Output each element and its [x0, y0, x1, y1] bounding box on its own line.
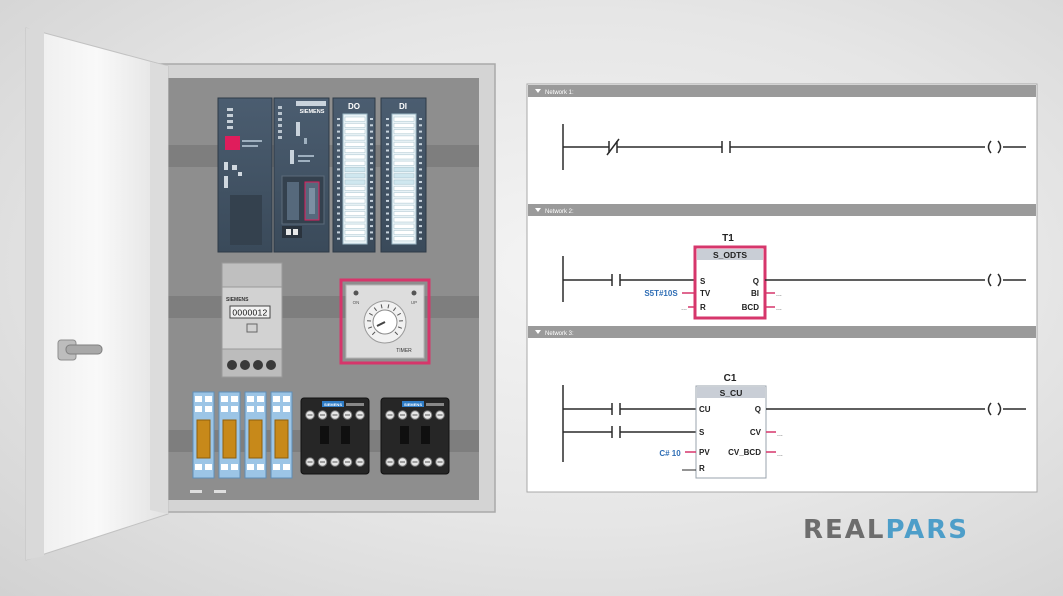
tv-parameter[interactable]: S5T#10S [644, 289, 678, 298]
pin-cu: CU [699, 405, 711, 414]
timer-on-label: ON [353, 300, 360, 305]
network-1-title: Network 1: [545, 90, 574, 96]
timer-relay: ON UP TIMER [339, 278, 431, 365]
di-module-label: DI [399, 102, 407, 111]
timer-block[interactable]: S_ODTS S TV R Q BI BCD [693, 245, 767, 320]
collapse-icon[interactable] [535, 89, 541, 93]
network-3: Network 3: C1 S_CU CU S PV R Q CV CV_BCD… [528, 326, 1036, 479]
output-coil[interactable] [987, 402, 1002, 416]
terminal-relays [192, 391, 293, 479]
pin-s: S [699, 428, 705, 437]
counter-brand: SIEMENS [226, 297, 249, 303]
cv-unconnected: ... [777, 431, 783, 438]
contactor-2-brand: SIEMENS [404, 402, 422, 407]
digital-input-module: DI [380, 97, 427, 253]
bcd-unconnected: ... [776, 305, 782, 312]
pin-bcd: BCD [742, 303, 760, 312]
output-coil[interactable] [987, 140, 1002, 154]
collapse-icon[interactable] [535, 330, 541, 334]
cv-bcd-unconnected: ... [777, 451, 783, 458]
pin-bi: BI [751, 289, 759, 298]
counter-display: 0000012 [232, 308, 267, 318]
network-1-header[interactable] [528, 85, 1036, 97]
logo-part-1: REAL [803, 515, 886, 545]
pin-s: S [700, 277, 706, 286]
logo-part-2: PARS [885, 515, 970, 545]
network-2: Network 2: T1 S_ODTS S TV R Q BI BCD S5T… [528, 204, 1036, 320]
contactor-1: SIEMENS [300, 397, 370, 475]
network-1: Network 1: [528, 85, 1036, 170]
bi-unconnected: ... [776, 291, 782, 298]
contactor-2: SIEMENS [380, 397, 450, 475]
network-3-header[interactable] [528, 326, 1036, 338]
timer-up-label: UP [411, 300, 417, 305]
pin-r: R [700, 303, 706, 312]
pin-pv: PV [699, 448, 710, 457]
realpars-logo: REALPARS [803, 515, 1003, 545]
counter-block-name: C1 [724, 373, 737, 384]
cpu-module: SIEMENS [273, 97, 330, 253]
pin-cv: CV [750, 428, 762, 437]
contactor-1-brand: SIEMENS [324, 402, 342, 407]
network-3-title: Network 3: [545, 331, 574, 337]
cpu-brand: SIEMENS [300, 109, 325, 115]
output-coil[interactable] [987, 273, 1002, 287]
r-unconnected: ... [681, 305, 687, 312]
door-handle[interactable] [57, 339, 103, 361]
di-channel-strip [386, 113, 422, 245]
pin-r: R [699, 464, 705, 473]
power-supply-module [217, 97, 273, 253]
counter-device: SIEMENS 0000012 [221, 262, 283, 378]
timer-block-type: S_ODTS [713, 250, 747, 260]
network-2-title: Network 2: [545, 209, 574, 215]
collapse-icon[interactable] [535, 208, 541, 212]
do-module-label: DO [348, 102, 360, 111]
counter-block[interactable]: S_CU CU S PV R Q CV CV_BCD [695, 385, 767, 479]
timer-caption: TIMER [396, 348, 412, 354]
network-2-header[interactable] [528, 204, 1036, 216]
pin-tv: TV [700, 289, 711, 298]
timer-highlight-frame [339, 278, 431, 365]
counter-block-type: S_CU [720, 388, 743, 398]
pin-cv-bcd: CV_BCD [728, 448, 761, 457]
do-channel-strip [337, 113, 373, 245]
pin-q: Q [755, 405, 761, 414]
ladder-editor [526, 83, 1038, 493]
pin-q: Q [753, 277, 759, 286]
timer-block-name: T1 [722, 233, 734, 244]
cabinet-door[interactable] [25, 27, 169, 561]
pv-parameter[interactable]: C# 10 [659, 449, 681, 458]
digital-output-module: DO [332, 97, 376, 253]
